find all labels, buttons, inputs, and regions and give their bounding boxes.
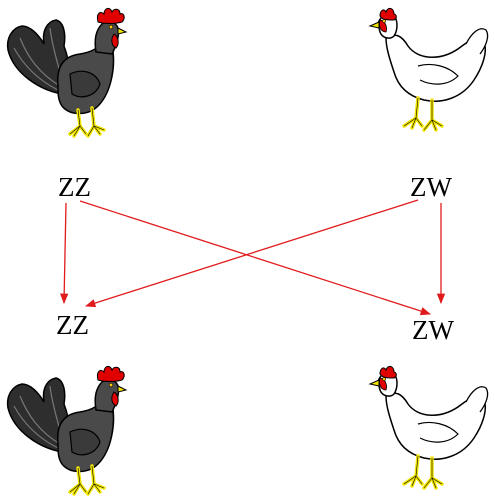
- offspring-female-genotype: ZW: [412, 315, 454, 345]
- parent-female-genotype: ZW: [410, 172, 452, 202]
- offspring-male-genotype: ZZ: [56, 310, 89, 340]
- offspring-rooster-icon: [5, 364, 128, 496]
- arrow-father-to-daughter: [79, 200, 431, 316]
- arrow-father-to-son: [60, 202, 69, 305]
- parent-rooster-icon: [5, 6, 128, 138]
- parent-male-genotype: ZZ: [58, 172, 91, 202]
- parent-hen-icon: [368, 6, 490, 132]
- offspring-hen-icon: [368, 364, 490, 490]
- arrow-mother-to-son: [85, 199, 419, 308]
- inheritance-arrows: [60, 199, 446, 316]
